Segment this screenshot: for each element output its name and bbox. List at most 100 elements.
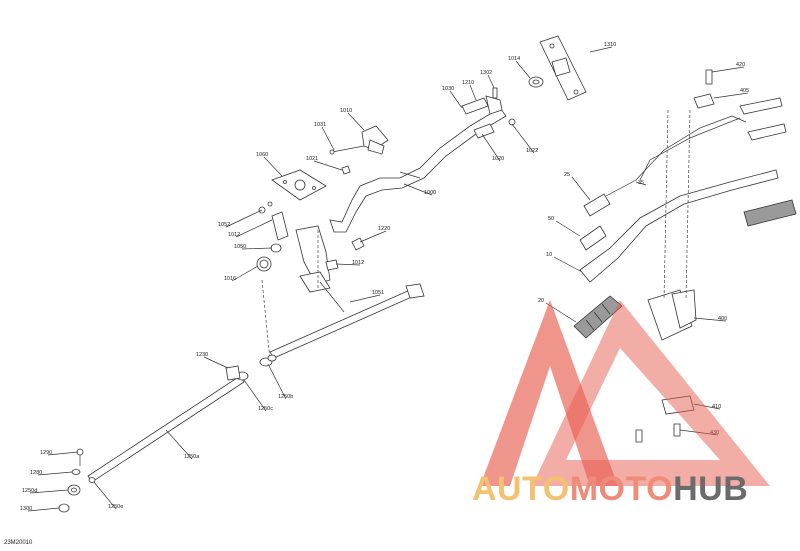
part-label-1014: 1014 xyxy=(508,56,520,62)
part-label-1300: 1300 xyxy=(20,506,32,512)
part-label-10: 10 xyxy=(546,252,552,258)
part-label-1021: 1021 xyxy=(306,156,318,162)
part-label-1016: 1016 xyxy=(224,276,236,282)
part-clamp-1014 xyxy=(528,76,544,88)
part-label-1050: 1050 xyxy=(234,244,246,250)
part-joint-1230 xyxy=(225,365,241,381)
part-spacer-1012 xyxy=(271,211,289,241)
part-label-1051: 1051 xyxy=(372,290,384,296)
part-label-1031: 1031 xyxy=(314,122,326,128)
part-bushing-1020 xyxy=(473,123,495,139)
part-label-1000: 1000 xyxy=(424,190,436,196)
part-lever-upper xyxy=(739,97,787,141)
part-label-1012a: 1012 xyxy=(228,232,240,238)
leader-line-1021 xyxy=(313,160,343,171)
part-switch-50 xyxy=(579,225,607,251)
leader-line-1250c xyxy=(243,379,267,412)
part-label-405: 405 xyxy=(740,88,749,94)
leader-line-25 xyxy=(571,176,591,201)
leader-line-1250b xyxy=(267,363,287,400)
part-support-bracket xyxy=(295,225,331,293)
part-label-1030: 1030 xyxy=(442,86,454,92)
leader-line-1051 xyxy=(349,294,381,303)
part-label-1250b: 1250b xyxy=(278,394,293,400)
part-grip-upper-right xyxy=(743,199,797,227)
part-label-1022: 1022 xyxy=(526,148,538,154)
part-label-1310: 1310 xyxy=(604,42,616,48)
part-label-1210: 1210 xyxy=(462,80,474,86)
watermark-text-moto: MOTO xyxy=(569,470,674,508)
part-label-25: 25 xyxy=(564,172,570,178)
part-label-50: 50 xyxy=(548,216,554,222)
part-label-1250d: 1250d xyxy=(22,488,37,494)
leader-line-1030 xyxy=(449,90,463,109)
part-label-1250a: 1250a xyxy=(184,454,200,460)
leader-line-1210 xyxy=(469,84,477,101)
leader-line-1012a xyxy=(235,219,273,238)
leader-line-1290 xyxy=(47,451,79,456)
leader-line-1052 xyxy=(225,209,263,228)
part-clamp-1010 xyxy=(361,125,389,155)
part-handlebar-10 xyxy=(579,169,779,283)
diagram-code: 23M20010 xyxy=(4,540,33,546)
part-pin-1012b xyxy=(325,259,339,271)
part-label-410: 410 xyxy=(712,404,721,410)
watermark-triangle-icon xyxy=(480,300,618,486)
part-bushing-1050 xyxy=(270,243,282,253)
leader-line-1250a xyxy=(165,429,193,460)
part-label-1290: 1290 xyxy=(40,450,52,456)
part-bracket-1060 xyxy=(271,169,327,201)
part-label-1230: 1230 xyxy=(196,352,208,358)
part-bolts-430 xyxy=(635,423,681,443)
part-label-20: 20 xyxy=(538,298,544,304)
part-steering-column-1000 xyxy=(329,107,507,233)
leader-line-1280 xyxy=(37,471,73,476)
part-bolt-420 xyxy=(705,69,713,85)
leader-line-1014 xyxy=(515,60,531,79)
part-nut-1250e xyxy=(88,477,96,483)
part-nut-1022 xyxy=(508,118,516,126)
part-label-1250c: 1250c xyxy=(258,406,273,412)
part-riser-400 xyxy=(647,289,697,341)
watermark-triangle-outline-icon xyxy=(532,300,770,486)
leader-line-1022 xyxy=(511,123,535,154)
leader-line-1250e xyxy=(93,481,117,510)
leader-line-1012b xyxy=(335,263,361,266)
part-nut-1300 xyxy=(58,503,70,513)
part-label-1060: 1060 xyxy=(256,152,268,158)
leader-line-1300 xyxy=(27,507,60,512)
part-clamp-405 xyxy=(693,93,715,109)
part-label-1012b: 1012 xyxy=(352,260,364,266)
leader-line-1031 xyxy=(321,126,335,151)
guide-line-left xyxy=(261,279,271,361)
leader-line-1230 xyxy=(203,356,229,369)
part-pin-1021 xyxy=(341,165,351,175)
part-label-1220: 1220 xyxy=(378,226,390,232)
part-bolt-1220 xyxy=(351,237,365,251)
leader-line-1302 xyxy=(487,74,495,89)
part-label-1250e: 1250e xyxy=(108,504,123,510)
watermark-logo xyxy=(480,300,770,486)
part-label-1020: 1020 xyxy=(492,156,504,162)
part-label-1010: 1010 xyxy=(340,108,352,114)
part-label-1280: 1280 xyxy=(30,470,42,476)
watermark-text-auto: AUTO xyxy=(472,470,570,508)
part-cable-35 xyxy=(605,115,747,197)
part-tie-rod-1250a xyxy=(87,375,245,483)
leader-line-1020 xyxy=(481,133,501,162)
watermark-text: AUTOMOTOHUB xyxy=(472,470,748,509)
leader-line-400 xyxy=(693,317,727,322)
leader-line-1016 xyxy=(231,265,259,282)
part-throttle-housing-25 xyxy=(583,193,611,217)
part-plate-1310 xyxy=(539,35,587,101)
part-washer-1280 xyxy=(71,469,81,475)
leader-line-50 xyxy=(555,220,581,237)
leader-line-405 xyxy=(713,92,749,99)
guide-line-riser xyxy=(663,109,691,301)
watermark-text-hub: HUB xyxy=(673,470,749,508)
leader-line-1220 xyxy=(359,230,387,243)
leader-line-420 xyxy=(711,66,745,73)
part-washer-1052 xyxy=(258,201,273,214)
